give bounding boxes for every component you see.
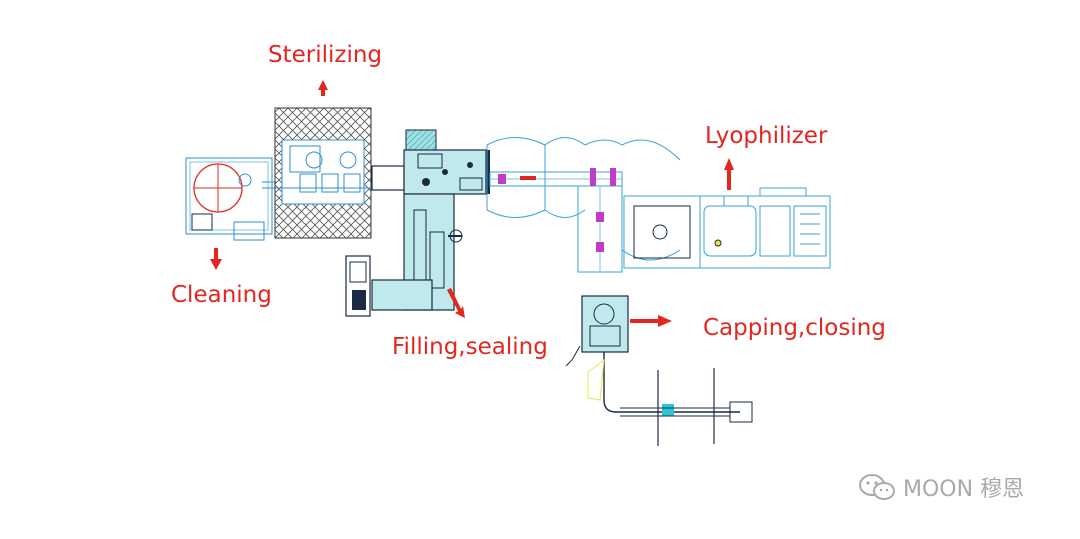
label-cleaning: Cleaning xyxy=(171,282,272,308)
label-capping-closing: Capping,closing xyxy=(703,315,886,341)
capping-machine xyxy=(565,295,629,367)
lyophilizer-arrow xyxy=(724,158,734,190)
sterilizing-tunnel xyxy=(274,107,372,239)
outfeed-conveyor xyxy=(587,352,753,446)
transfer-valves xyxy=(498,168,616,252)
cleaning-arrow xyxy=(210,248,222,270)
wechat-icon xyxy=(859,474,895,500)
capping-arrow xyxy=(630,315,672,327)
washer-machine xyxy=(185,157,276,241)
watermark: MOON 穆恩 xyxy=(857,473,1025,502)
label-sterilizing: Sterilizing xyxy=(268,42,383,68)
label-lyophilizer: Lyophilizer xyxy=(705,123,828,149)
sterilizing-arrow xyxy=(318,80,328,96)
station-arrows xyxy=(210,80,734,327)
label-filling-sealing: Filling,sealing xyxy=(392,334,548,360)
lyophilizer xyxy=(623,187,831,269)
transfer-conveyor xyxy=(486,137,681,273)
filling-arrow xyxy=(447,288,465,318)
watermark-text: MOON 穆恩 xyxy=(903,477,1025,502)
filling-sealing-machine xyxy=(345,129,490,317)
